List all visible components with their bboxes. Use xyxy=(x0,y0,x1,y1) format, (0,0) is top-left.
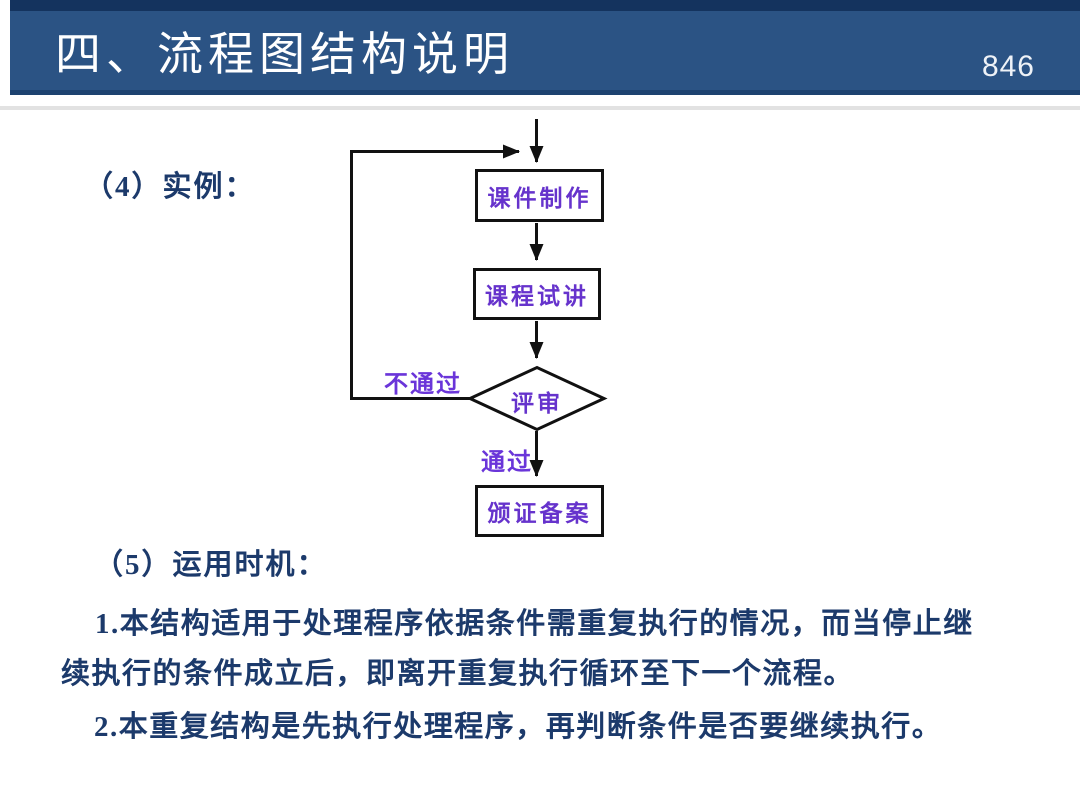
decision-diamond-shape xyxy=(466,365,608,432)
example-section-label: （4）实例： xyxy=(84,171,256,203)
flow-node-trial: 课程试讲 xyxy=(473,268,601,320)
scan-seam-line xyxy=(0,106,1080,110)
flow-node-trial-label: 课程试讲 xyxy=(485,284,589,309)
timing-point1-line2: 续执行的条件成立后，即离开重复执行循环至下一个流程。 xyxy=(61,658,855,690)
flow-node-review-label: 评审 xyxy=(511,391,563,416)
edge-label-pass: 通过 xyxy=(481,450,533,476)
edge-label-fail: 不通过 xyxy=(384,372,462,398)
slide-header: 四、流程图结构说明 846 xyxy=(10,0,1080,95)
edge-review-fail-loop xyxy=(350,144,520,400)
flow-node-courseware-label: 课件制作 xyxy=(487,185,592,211)
flow-node-certify: 颁证备案 xyxy=(475,485,604,537)
timing-point2: 2.本重复结构是先执行处理程序，再判断条件是否要继续执行。 xyxy=(94,711,943,743)
timing-section-label: （5）运用时机： xyxy=(94,549,328,581)
flow-node-certify-label: 颁证备案 xyxy=(487,501,592,526)
page-title: 四、流程图结构说明 xyxy=(55,28,514,80)
page-number: 846 xyxy=(981,50,1035,83)
flow-node-courseware: 课件制作 xyxy=(475,169,604,222)
timing-point1-line1: 1.本结构适用于处理程序依据条件需重复执行的情况，而当停止继 xyxy=(95,608,974,640)
